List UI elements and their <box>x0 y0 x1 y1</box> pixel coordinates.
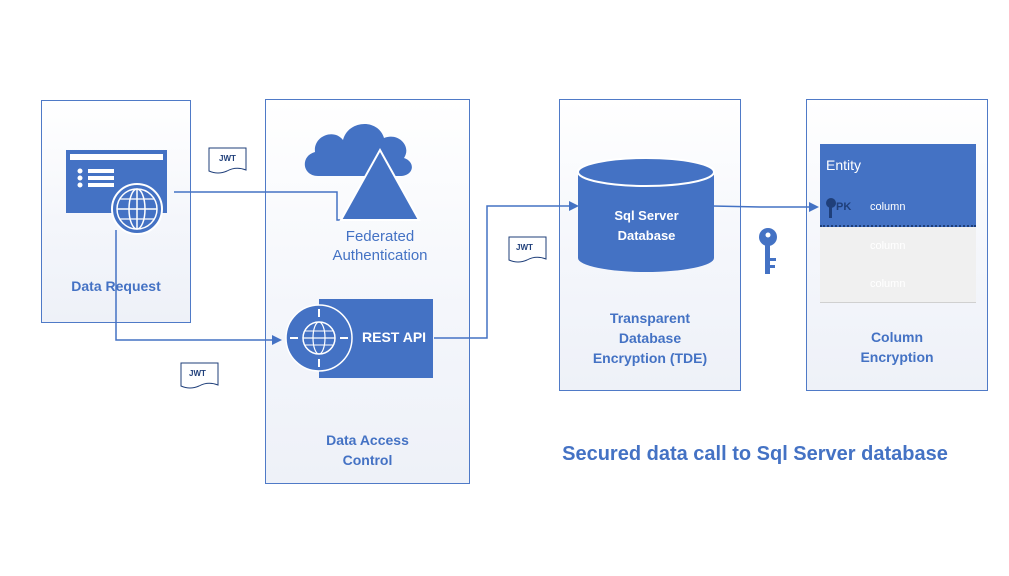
entity-column-row: column <box>820 265 976 303</box>
key-icon <box>759 228 777 274</box>
data-access-label-line1: Data Access <box>326 432 409 448</box>
tde-label-line3: Encryption (TDE) <box>592 350 708 366</box>
federated-auth-line2: Authentication <box>332 247 428 264</box>
database-label-line2: Database <box>617 228 676 243</box>
entity-table: Entity PK column column column <box>820 144 976 303</box>
pk-label: PK <box>836 201 852 213</box>
data-request-label: Data Request <box>71 278 161 294</box>
document-token-icon: JWT <box>208 147 247 174</box>
database-label-line1: Sql Server <box>614 208 679 223</box>
globe-icon <box>111 183 163 235</box>
connector-to-database <box>434 201 579 339</box>
entity-column-2: column <box>870 240 906 252</box>
tde-label-line2: Database <box>618 330 682 346</box>
connector-to-entity <box>711 202 819 212</box>
tde-label-line1: Transparent <box>609 310 691 326</box>
cloud-icon <box>304 123 412 176</box>
triangle-icon <box>339 147 421 221</box>
connector-to-auth <box>174 191 358 221</box>
api-globe-icon <box>285 304 353 372</box>
entity-title: Entity <box>820 144 976 187</box>
federated-auth-line1: Federated <box>345 228 415 245</box>
entity-column-1: column <box>870 201 906 213</box>
entity-column-row: column <box>820 227 976 265</box>
entity-column-3: column <box>870 278 906 290</box>
rest-api-label: REST API <box>362 329 427 345</box>
column-encryption-label-line1: Column <box>870 329 924 345</box>
entity-pk-row: PK column <box>820 187 976 227</box>
diagram-caption: Secured data call to Sql Server database <box>562 443 948 465</box>
connector-to-rest-api <box>115 230 282 345</box>
document-token-icon: JWT <box>508 236 547 263</box>
document-token-icon: JWT <box>180 362 219 389</box>
data-access-label-line2: Control <box>342 452 393 468</box>
pk-key-icon <box>826 198 836 218</box>
column-encryption-label-line2: Encryption <box>860 349 934 365</box>
database-cylinder-icon <box>577 157 715 272</box>
jwt-token-1: JWT <box>219 154 236 163</box>
jwt-token-3: JWT <box>189 369 206 378</box>
jwt-token-2: JWT <box>516 243 533 252</box>
